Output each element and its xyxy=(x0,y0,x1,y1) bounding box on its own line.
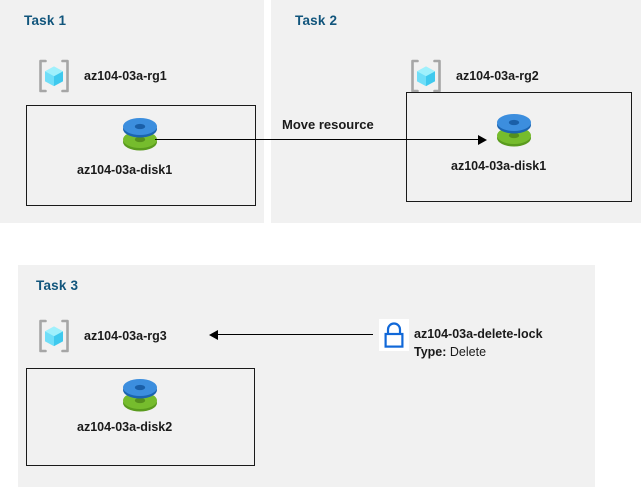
task1-resource-label: az104-03a-disk1 xyxy=(77,163,173,177)
delete-lock-arrow-head xyxy=(209,330,218,340)
task3-resource-group-label: az104-03a-rg3 xyxy=(84,329,167,343)
task3-resource-box xyxy=(26,368,255,466)
delete-lock-name: az104-03a-delete-lock xyxy=(414,327,543,341)
task1-resource-group-label: az104-03a-rg1 xyxy=(84,69,167,83)
lock-icon xyxy=(379,319,409,351)
move-resource-label: Move resource xyxy=(280,117,376,132)
managed-disk-icon xyxy=(494,110,534,152)
resource-group-icon xyxy=(408,58,444,94)
task2-resource-group-label: az104-03a-rg2 xyxy=(456,69,539,83)
task1-resource-box xyxy=(26,105,256,206)
move-resource-arrow-line xyxy=(155,139,480,140)
move-resource-arrow-head xyxy=(478,135,487,145)
delete-lock-type: Type: Delete xyxy=(414,345,486,359)
resource-group-icon xyxy=(36,318,72,354)
task1-title: Task 1 xyxy=(24,13,67,28)
task3-title: Task 3 xyxy=(36,278,79,293)
delete-lock-arrow-line xyxy=(216,334,373,335)
delete-lock-type-value: Delete xyxy=(449,345,487,359)
task2-title: Task 2 xyxy=(295,13,338,28)
task3-panel xyxy=(18,265,595,487)
managed-disk-icon xyxy=(120,114,160,156)
task2-resource-box xyxy=(406,92,632,202)
task2-panel xyxy=(271,0,641,223)
resource-group-icon xyxy=(36,58,72,94)
task2-resource-label: az104-03a-disk1 xyxy=(451,159,547,173)
task1-panel xyxy=(0,0,264,223)
task3-resource-label: az104-03a-disk2 xyxy=(77,420,173,434)
managed-disk-icon xyxy=(120,375,160,417)
delete-lock-type-label: Type: xyxy=(414,345,447,359)
